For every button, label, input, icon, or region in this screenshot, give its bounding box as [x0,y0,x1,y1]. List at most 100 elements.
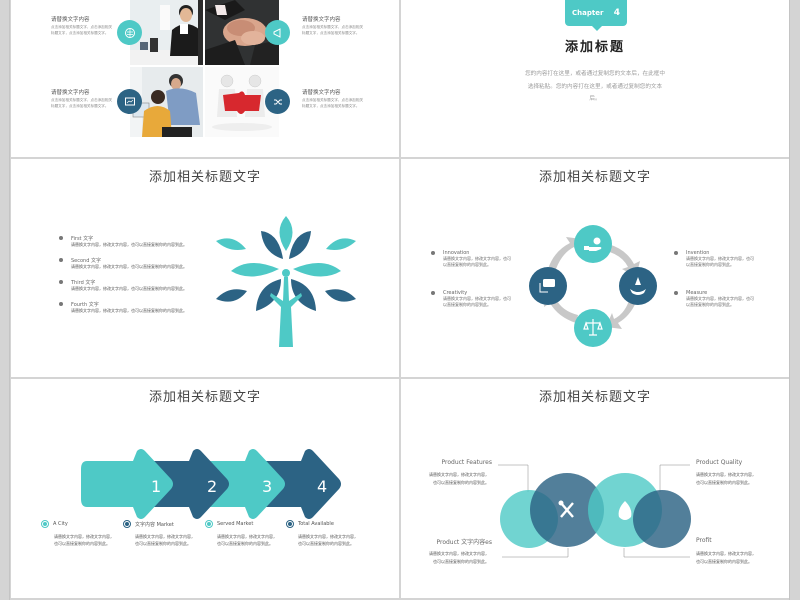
item-desc: 点击添加相关标题文字，点击添加相关标题文字，点击添加相关标题文字。 [302,98,364,108]
bullet-desc: 请替换文字内容，修改文字内容，也可以直接复制你的内容到此。 [686,296,754,307]
legend-label: Total Available [298,521,334,527]
bullet-desc: 请替换文字内容，修改文字内容，也可以直接复制你的内容到此。 [71,286,187,291]
bullet-title: Measure [686,290,708,296]
item-title: 请替换文字内容 [51,17,90,23]
bullet-title: Second 文字 [71,258,101,264]
bullet-title: Invention [686,250,710,256]
step-number: 1 [151,477,162,496]
legend-item: Served Market [205,520,253,528]
arrow-process [81,449,341,519]
slide-title: 添加相关标题文字 [538,390,651,405]
legend-marker [41,520,49,528]
bullet-item: Fourth 文字 请替换文字内容，修改文字内容，也可以直接复制你的内容到此。 [59,301,209,314]
slide-title: 添加相关标题文字 [148,170,261,185]
step-number: 2 [207,477,218,496]
cycle-diagram [529,225,657,347]
label-product-quality: Product Quality [696,459,743,466]
bullet-title: Innovation [443,250,470,256]
chapter-badge: Chapter 4 [565,0,627,31]
chapter-title: 添加标题 [564,40,625,55]
office-worker-photo [130,0,203,65]
step-desc: 请替换文字内容，修改文字内容，也可以直接复制你的内容到此。 [217,534,277,546]
slide-thumbnail-photo-grid[interactable]: 请替换文字内容 点击添加相关标题文字，点击添加相关标题文字，点击添加相关标题文字… [11,0,399,157]
slide-thumbnail-arrows[interactable]: 添加相关标题文字 1 2 3 4 A City 文字内容 Market Serv… [11,379,399,598]
legend-label: A City [53,521,68,527]
bullet-dot [431,291,435,295]
legend-item: Total Available [286,520,334,528]
bullet-item: Third 文字 请替换文字内容，修改文字内容，也可以直接复制你的内容到此。 [59,279,209,292]
tools-icon [558,500,574,518]
legend-label: 文字内容 Market [135,521,174,528]
bullet-item: Invention 请替换文字内容，修改文字内容，也可以直接复制你的内容到此。 [674,250,754,268]
left-list: Innovation 请替换文字内容，修改文字内容，也可以直接复制你的内容到此。… [431,250,511,330]
legend-marker [123,520,131,528]
bullet-title: Creativity [443,290,468,296]
bullet-dot [674,291,678,295]
legend-item: 文字内容 Market [123,520,174,528]
legend-marker [205,520,213,528]
label-product-features: Product Features [441,459,493,466]
team-hands-photo [205,0,279,65]
label-profit: Profit [696,537,712,544]
label-desc: 请替换文字内容，修改文字内容，也可以直接复制你的内容到此。 [696,551,756,564]
legend-marker [286,520,294,528]
shuffle-icon [265,89,290,114]
item-desc: 点击添加相关标题文字，点击添加相关标题文字，点击添加相关标题文字。 [51,25,113,35]
bullet-item: First 文字 请替换文字内容，修改文字内容，也可以直接复制你的内容到此。 [59,235,209,248]
bullet-dot [431,251,435,255]
label-product-es: Product 文字内容es [436,539,492,546]
hand-coin-icon [574,225,612,263]
step-number: 3 [262,477,273,496]
bullet-title: Third 文字 [71,280,96,286]
slide-thumbnail-cycle[interactable]: 添加相关标题文字 Innovation 请替换文字内容，修改文字内容，也可以直接… [401,159,789,377]
bullet-item: Measure 请替换文字内容，修改文字内容，也可以直接复制你的内容到此。 [674,290,754,308]
bullet-item: Innovation 请替换文字内容，修改文字内容，也可以直接复制你的内容到此。 [431,250,511,268]
step-desc: 请替换文字内容，修改文字内容，也可以直接复制你的内容到此。 [135,534,195,546]
chapter-number: 4 [613,8,620,18]
slide-thumbnail-tree[interactable]: 添加相关标题文字 First 文字 请替换文字内容，修改文字内容，也可以直接复制… [11,159,399,377]
step-desc: 请替换文字内容，修改文字内容，也可以直接复制你的内容到此。 [54,534,114,546]
item-title: 请替换文字内容 [302,17,341,23]
bullet-title: First 文字 [71,236,94,242]
bullet-desc: 请替换文字内容，修改文字内容，也可以直接复制你的内容到此。 [71,264,187,269]
traffic-cone-icon [619,267,657,305]
item-title: 请替换文字内容 [302,90,341,96]
chapter-label: Chapter [572,9,604,17]
flame-icon [618,501,632,520]
right-scrollbar-track[interactable] [789,0,800,600]
bullet-title: Fourth 文字 [71,302,99,308]
left-gutter [0,0,10,600]
legend-item: A City [41,520,68,528]
overlapping-circles-diagram [498,464,691,558]
bullet-dot [674,251,678,255]
megaphone-icon [265,20,290,45]
bullet-list: First 文字 请替换文字内容，修改文字内容，也可以直接复制你的内容到此。 S… [59,235,209,323]
bullet-desc: 请替换文字内容，修改文字内容，也可以直接复制你的内容到此。 [71,308,187,313]
label-desc: 请替换文字内容，修改文字内容，也可以直接复制你的内容到此。 [429,472,489,485]
bullet-desc: 请替换文字内容，修改文字内容，也可以直接复制你的内容到此。 [443,256,511,267]
bullet-item: Second 文字 请替换文字内容，修改文字内容，也可以直接复制你的内容到此。 [59,257,209,270]
chapter-paragraph: 您的内容打在这里，或者通过复制您的文本后，在此框中选择粘贴。您的内容打在这里，或… [525,71,665,102]
slide-thumbnail-venn[interactable]: 添加相关标题文字 Product Features 请替换文字内容，修改文字内容… [401,379,789,598]
item-title: 请替换文字内容 [51,90,90,96]
right-list: Invention 请替换文字内容，修改文字内容，也可以直接复制你的内容到此。 … [674,250,754,330]
slide-title: 添加相关标题文字 [538,170,651,185]
bullet-item: Creativity 请替换文字内容，修改文字内容，也可以直接复制你的内容到此。 [431,290,511,308]
step-desc: 请替换文字内容，修改文字内容，也可以直接复制你的内容到此。 [298,534,358,546]
step-number: 4 [317,477,328,496]
bullet-dot [59,236,63,240]
label-desc: 请替换文字内容，修改文字内容，也可以直接复制你的内容到此。 [429,551,489,564]
bullet-desc: 请替换文字内容，修改文字内容，也可以直接复制你的内容到此。 [686,256,754,267]
bullet-dot [59,302,63,306]
label-desc: 请替换文字内容，修改文字内容，也可以直接复制你的内容到此。 [696,472,756,485]
item-desc: 点击添加相关标题文字，点击添加相关标题文字，点击添加相关标题文字。 [51,98,113,108]
bullet-desc: 请替换文字内容，修改文字内容，也可以直接复制你的内容到此。 [443,296,511,307]
bullet-desc: 请替换文字内容，修改文字内容，也可以直接复制你的内容到此。 [71,242,187,247]
bullet-dot [59,258,63,262]
bullet-dot [59,280,63,284]
slide-thumbnail-chapter[interactable]: Chapter 4 添加标题 您的内容打在这里，或者通过复制您的文本后，在此框中… [401,0,789,157]
legend-label: Served Market [217,521,254,527]
slide-title: 添加相关标题文字 [148,390,261,405]
tree-illustration [216,216,356,347]
brain-icon [117,20,142,45]
